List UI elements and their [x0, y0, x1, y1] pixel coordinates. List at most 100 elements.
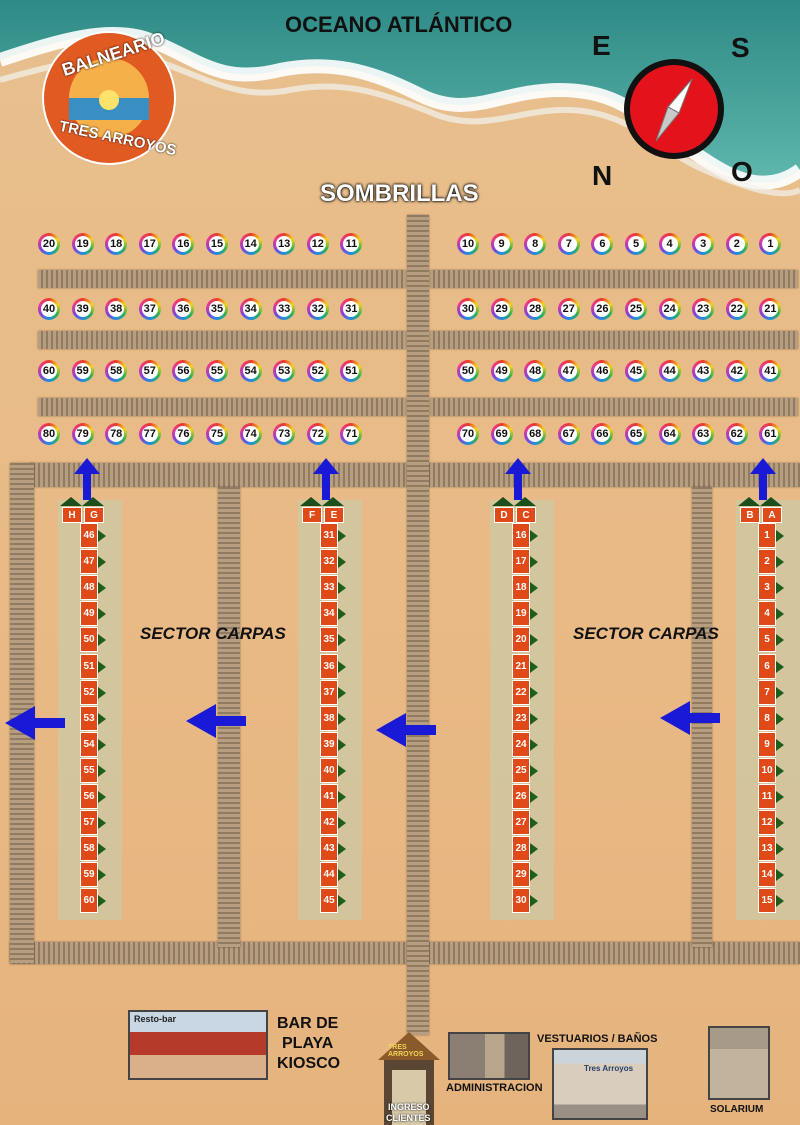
tent-spot[interactable]: 17: [512, 549, 530, 575]
umbrella-spot[interactable]: 45: [625, 360, 647, 382]
umbrella-spot[interactable]: 17: [138, 233, 161, 255]
umbrella-spot[interactable]: 50: [457, 360, 479, 382]
tent-spot[interactable]: 11: [758, 784, 776, 809]
umbrella-spot[interactable]: 13: [273, 233, 296, 255]
tent-spot[interactable]: 50: [80, 627, 98, 653]
umbrella-spot[interactable]: 78: [105, 423, 128, 445]
umbrella-spot[interactable]: 22: [725, 298, 748, 320]
tent-spot[interactable]: 47: [80, 549, 98, 575]
tent-spot[interactable]: 4: [758, 601, 776, 627]
tent-spot[interactable]: 59: [80, 862, 98, 888]
tent-spot[interactable]: 9: [758, 731, 776, 757]
tent-spot[interactable]: 60: [80, 888, 98, 914]
umbrella-spot[interactable]: 14: [239, 233, 262, 255]
tent-spot[interactable]: 14: [758, 862, 776, 888]
tent-spot[interactable]: 48: [80, 575, 98, 601]
tent-spot[interactable]: 40: [320, 757, 338, 783]
umbrella-spot[interactable]: 9: [490, 233, 513, 255]
tent-spot[interactable]: 43: [320, 836, 338, 862]
tent-spot[interactable]: 51: [80, 653, 98, 679]
tent-spot[interactable]: 26: [512, 784, 530, 809]
umbrella-spot[interactable]: 56: [172, 360, 195, 382]
tent-spot[interactable]: 23: [512, 705, 530, 731]
tent-spot[interactable]: 30: [512, 888, 530, 914]
tent-spot[interactable]: 34: [320, 601, 338, 627]
umbrella-spot[interactable]: 69: [490, 423, 513, 445]
tent-spot[interactable]: 5: [758, 627, 776, 653]
umbrella-spot[interactable]: 60: [38, 360, 60, 382]
umbrella-spot[interactable]: 70: [457, 423, 479, 445]
tent-spot[interactable]: 37: [320, 679, 338, 705]
tent-spot[interactable]: 42: [320, 810, 338, 836]
tent-spot[interactable]: 49: [80, 601, 98, 627]
umbrella-spot[interactable]: 66: [591, 423, 614, 445]
umbrella-spot[interactable]: 49: [490, 360, 513, 382]
umbrella-spot[interactable]: 18: [105, 233, 128, 255]
umbrella-spot[interactable]: 24: [658, 298, 681, 320]
umbrella-spot[interactable]: 42: [725, 360, 748, 382]
umbrella-spot[interactable]: 54: [239, 360, 262, 382]
umbrella-spot[interactable]: 53: [273, 360, 296, 382]
umbrella-spot[interactable]: 33: [273, 298, 296, 320]
umbrella-spot[interactable]: 55: [206, 360, 228, 382]
umbrella-spot[interactable]: 74: [239, 423, 262, 445]
umbrella-spot[interactable]: 51: [340, 360, 363, 382]
umbrella-spot[interactable]: 68: [524, 423, 547, 445]
umbrella-spot[interactable]: 37: [138, 298, 161, 320]
tent-spot[interactable]: 57: [80, 810, 98, 836]
tent-spot[interactable]: 28: [512, 836, 530, 862]
umbrella-spot[interactable]: 73: [273, 423, 296, 445]
umbrella-spot[interactable]: 62: [725, 423, 748, 445]
tent-spot[interactable]: 32: [320, 549, 338, 575]
umbrella-spot[interactable]: 25: [625, 298, 647, 320]
tent-spot[interactable]: 52: [80, 679, 98, 705]
umbrella-spot[interactable]: 4: [658, 233, 681, 255]
tent-spot[interactable]: 19: [512, 601, 530, 627]
umbrella-spot[interactable]: 20: [38, 233, 60, 255]
tent-spot[interactable]: 44: [320, 862, 338, 888]
umbrella-spot[interactable]: 35: [206, 298, 228, 320]
umbrella-spot[interactable]: 61: [759, 423, 782, 445]
umbrella-spot[interactable]: 16: [172, 233, 195, 255]
umbrella-spot[interactable]: 57: [138, 360, 161, 382]
umbrella-spot[interactable]: 39: [71, 298, 94, 320]
umbrella-spot[interactable]: 80: [38, 423, 60, 445]
umbrella-spot[interactable]: 19: [71, 233, 94, 255]
tent-spot[interactable]: 1: [758, 523, 776, 548]
umbrella-spot[interactable]: 30: [457, 298, 479, 320]
umbrella-spot[interactable]: 26: [591, 298, 614, 320]
tent-spot[interactable]: 55: [80, 757, 98, 783]
tent-spot[interactable]: 25: [512, 757, 530, 783]
umbrella-spot[interactable]: 63: [692, 423, 715, 445]
umbrella-spot[interactable]: 72: [306, 423, 329, 445]
tent-spot[interactable]: 3: [758, 575, 776, 601]
umbrella-spot[interactable]: 8: [524, 233, 547, 255]
umbrella-spot[interactable]: 32: [306, 298, 329, 320]
tent-spot[interactable]: 33: [320, 575, 338, 601]
umbrella-spot[interactable]: 1: [759, 233, 782, 255]
tent-spot[interactable]: 41: [320, 784, 338, 809]
umbrella-spot[interactable]: 43: [692, 360, 715, 382]
umbrella-spot[interactable]: 12: [306, 233, 329, 255]
umbrella-spot[interactable]: 75: [206, 423, 228, 445]
tent-spot[interactable]: 7: [758, 679, 776, 705]
tent-spot[interactable]: 31: [320, 523, 338, 548]
umbrella-spot[interactable]: 10: [457, 233, 479, 255]
umbrella-spot[interactable]: 67: [557, 423, 580, 445]
tent-spot[interactable]: 15: [758, 888, 776, 914]
umbrella-spot[interactable]: 41: [759, 360, 782, 382]
tent-spot[interactable]: 39: [320, 731, 338, 757]
umbrella-spot[interactable]: 46: [591, 360, 614, 382]
tent-spot[interactable]: 8: [758, 705, 776, 731]
tent-spot[interactable]: 12: [758, 810, 776, 836]
umbrella-spot[interactable]: 64: [658, 423, 681, 445]
umbrella-spot[interactable]: 47: [557, 360, 580, 382]
umbrella-spot[interactable]: 40: [38, 298, 60, 320]
tent-spot[interactable]: 35: [320, 627, 338, 653]
umbrella-spot[interactable]: 36: [172, 298, 195, 320]
umbrella-spot[interactable]: 21: [759, 298, 782, 320]
tent-spot[interactable]: 18: [512, 575, 530, 601]
umbrella-spot[interactable]: 76: [172, 423, 195, 445]
umbrella-spot[interactable]: 28: [524, 298, 547, 320]
tent-spot[interactable]: 20: [512, 627, 530, 653]
